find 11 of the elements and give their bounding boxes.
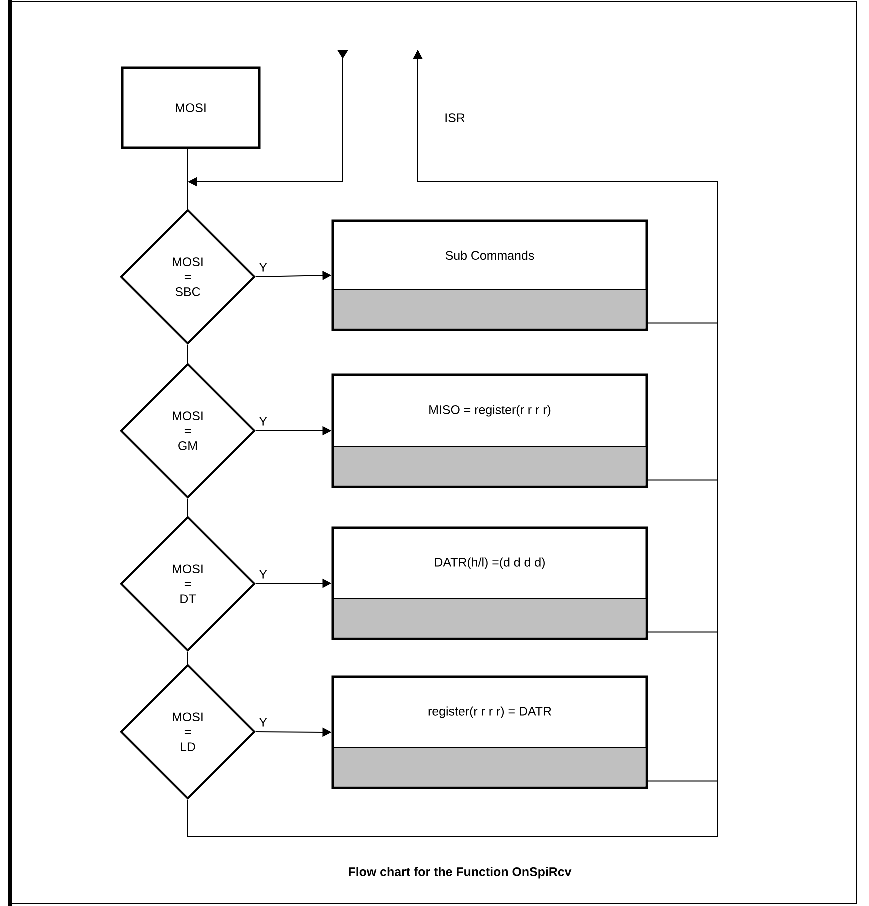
- edge-label: Y: [258, 717, 268, 728]
- edge-label: Y: [258, 569, 268, 580]
- label-text: ISR: [446, 114, 465, 122]
- process-box: MISO = register(r r r r): [332, 374, 648, 488]
- process-box: Sub Commands: [332, 220, 648, 332]
- process-box: MOSI: [121, 66, 261, 150]
- process-box: DATR(h/l) =(d d d d): [332, 526, 648, 640]
- edge-label: Y: [258, 262, 268, 273]
- edge-label: Y: [258, 416, 268, 427]
- process-box: register(r r r r) = DATR: [332, 676, 648, 790]
- caption: Flow chart for the Function OnSpiRcv: [349, 867, 572, 879]
